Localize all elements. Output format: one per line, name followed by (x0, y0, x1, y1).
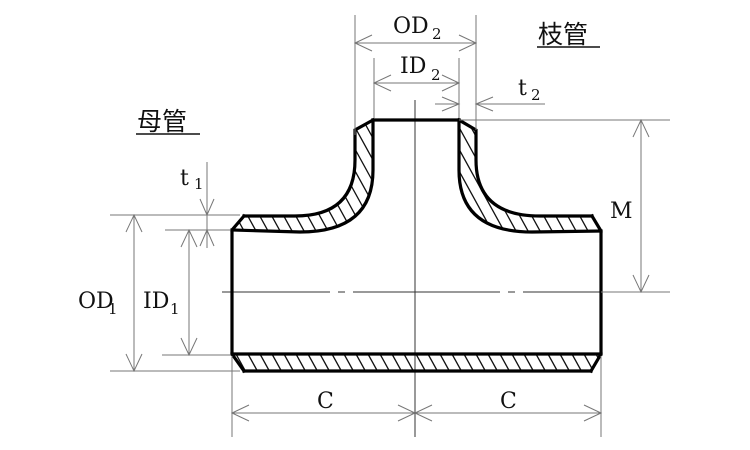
c-left-label: C (317, 389, 334, 414)
t2-subscript: 2 (531, 86, 541, 104)
hatch-line (439, 354, 450, 371)
c-dimensions: C C (230, 356, 603, 437)
hatch-line (267, 120, 346, 232)
hatch-line (379, 354, 390, 371)
id2-dimension: ID 2 (372, 54, 461, 118)
hatch-line (343, 354, 354, 371)
hatch-line (479, 120, 558, 232)
hatch-line (459, 120, 510, 232)
branch-pipe-label: 枝管 (538, 20, 588, 49)
t2-dimension: t 2 (435, 76, 545, 112)
hatch-line (300, 100, 377, 240)
hatch-line (503, 120, 582, 232)
center-lines (222, 100, 670, 437)
hatch-line (367, 354, 378, 371)
hatch-line (459, 120, 498, 232)
hatch-line (259, 354, 270, 371)
hatch-line (511, 354, 522, 371)
hatch-line (319, 354, 330, 371)
branch-pipe-label-group: 枝管 (537, 20, 600, 49)
hatch-line (403, 354, 414, 371)
hatch-line (547, 354, 558, 371)
hatch-line (487, 354, 498, 371)
main-pipe-label-group: 母管 (136, 107, 200, 136)
hatch-line (279, 120, 358, 232)
hatch-bottom-wall (200, 354, 617, 371)
id1-subscript: 1 (170, 300, 180, 318)
od1-subscript: 1 (108, 300, 118, 318)
hatch-line (243, 120, 322, 232)
od1-label: OD (78, 289, 114, 314)
hatch-line (331, 354, 342, 371)
hatch-line (283, 354, 294, 371)
hatch-line (247, 354, 258, 371)
hatch-line (459, 120, 534, 232)
hatch-line (451, 354, 462, 371)
t1-dimension: t 1 (180, 162, 215, 248)
hatch-line (539, 120, 601, 232)
hatch-line (523, 354, 534, 371)
hatch-line (571, 354, 582, 371)
t1-subscript: 1 (194, 175, 204, 193)
hatch-line (307, 354, 318, 371)
hatch-line (559, 354, 570, 371)
t1-label: t (180, 166, 189, 191)
hatch-line (232, 120, 286, 232)
hatch-line (415, 354, 426, 371)
top-left-inner-wall (230, 118, 375, 234)
hatch-line (232, 120, 298, 232)
left-end-outline (230, 213, 247, 374)
od2-dimension: OD 2 (353, 14, 478, 135)
t2-label: t (518, 76, 527, 101)
m-dimension: M (459, 118, 670, 294)
hatch-line (232, 120, 274, 232)
main-pipe-label: 母管 (137, 107, 187, 136)
hatch-line (499, 354, 510, 371)
id2-subscript: 2 (431, 66, 441, 84)
id1-label: ID (143, 289, 169, 314)
hatch-line (255, 120, 334, 232)
hatch-line (515, 120, 594, 232)
hatch-line (200, 354, 209, 371)
hatch-line (608, 354, 617, 371)
right-end-outline (588, 213, 603, 374)
top-right-inner-wall (457, 118, 603, 234)
top-left-outer-wall (242, 117, 376, 218)
id2-label: ID (400, 54, 426, 79)
hatch-line (295, 354, 306, 371)
hatch-line (463, 354, 474, 371)
id1-dimension: ID 1 (143, 228, 230, 357)
hatch-line (212, 354, 221, 371)
od2-subscript: 2 (432, 25, 442, 43)
hatch-line (271, 354, 282, 371)
hatch-line (232, 120, 310, 232)
od2-label: OD (393, 14, 429, 39)
c-right-label: C (500, 389, 517, 414)
hatch-line (491, 120, 570, 232)
hatch-line (291, 120, 370, 232)
top-right-outer-wall (456, 117, 594, 218)
m-label: M (610, 199, 633, 224)
hatch-line (355, 354, 366, 371)
hatch-line (232, 120, 262, 232)
tee-outline (230, 117, 603, 374)
hatch-line (427, 354, 438, 371)
od1-dimension: OD 1 (78, 213, 240, 373)
hatch-line (391, 354, 402, 371)
hatch-line (475, 354, 486, 371)
hatch-line (535, 354, 546, 371)
